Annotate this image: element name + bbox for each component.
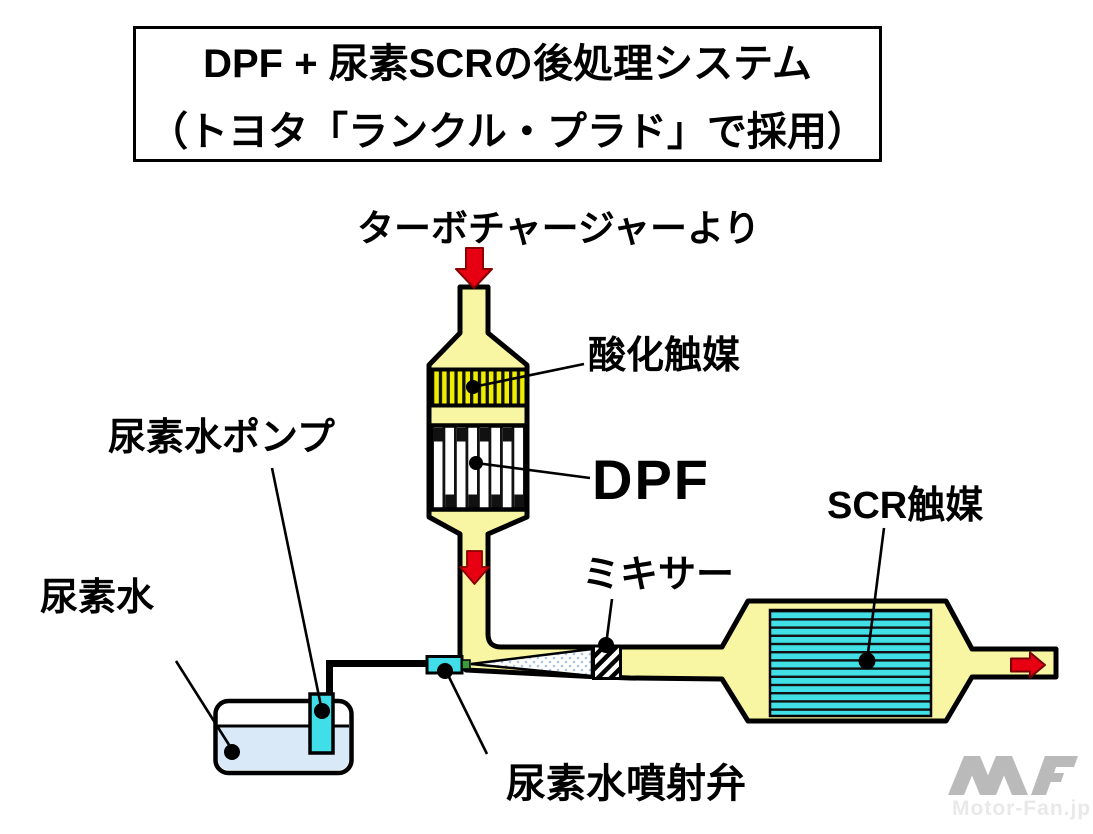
flow-arrow-right-outlet-icon	[1010, 651, 1046, 679]
label-mixer: ミキサー	[582, 554, 735, 596]
callout-dot-scr	[858, 652, 876, 670]
label-urea-water: 尿素水	[40, 577, 155, 619]
oxidation-catalyst-core	[429, 367, 529, 408]
label-urea-pump: 尿素水ポンプ	[108, 417, 335, 459]
injector-fitting	[461, 659, 471, 670]
flow-arrow-down-pipe-icon	[459, 550, 490, 585]
label-from-turbocharger: ターボチャージャーより	[357, 208, 761, 249]
callout-dot-dpf	[469, 456, 483, 470]
flow-arrows	[455, 247, 1046, 679]
callout-oxidation	[472, 362, 585, 389]
callout-dot-injector	[437, 663, 453, 679]
label-urea-injector: 尿素水噴射弁	[506, 762, 746, 806]
motor-fan-logo-icon	[948, 756, 1078, 795]
flow-arrow-down-inlet-icon	[455, 247, 493, 289]
title-line-2: （トヨタ「ランクル・プラド」で採用）	[148, 110, 867, 154]
label-dpf: DPF	[592, 448, 710, 511]
urea-subsystem	[213, 655, 471, 776]
callout-injector	[445, 672, 489, 755]
callout-urea-water	[174, 660, 233, 749]
watermark-site-text: Motor-Fan.jp	[952, 797, 1092, 820]
callouts	[174, 362, 886, 760]
title-line-1: DPF + 尿素SCRの後処理システム	[203, 42, 812, 86]
label-scr-catalyst: SCR触媒	[827, 485, 984, 527]
callout-pump	[270, 467, 323, 707]
callout-dot-mixer	[598, 637, 614, 653]
urea-tank-outline	[213, 698, 354, 776]
scr-core	[768, 608, 933, 718]
callout-dot-oxidation	[466, 380, 480, 394]
title-box: DPF + 尿素SCRの後処理システム （トヨタ「ランクル・プラド」で採用）	[133, 26, 882, 162]
urea-supply-line	[326, 660, 430, 697]
label-oxidation-catalyst: 酸化触媒	[588, 335, 741, 377]
callout-scr	[865, 527, 886, 662]
callout-dpf	[475, 461, 591, 480]
callout-dot-pump	[314, 703, 330, 719]
callout-dot-urea-water	[224, 744, 240, 760]
